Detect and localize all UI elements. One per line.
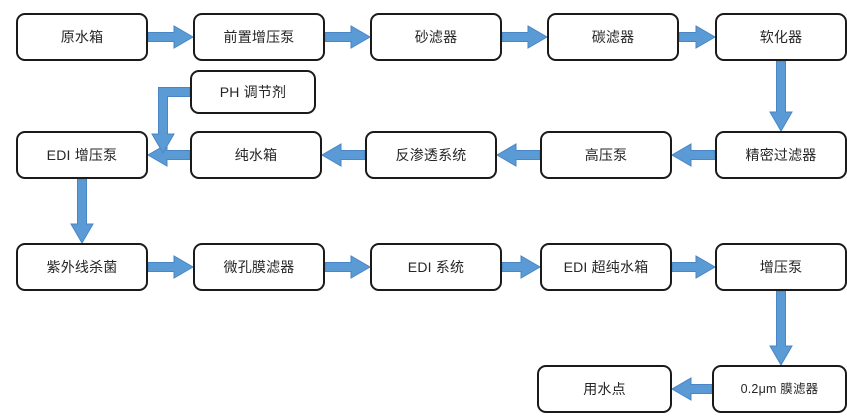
- arrow-e5: [769, 60, 793, 132]
- node-pre-booster-pump[interactable]: 前置增压泵: [193, 13, 325, 61]
- node-label: 用水点: [583, 380, 626, 397]
- node-label: EDI 超纯水箱: [563, 258, 649, 275]
- arrow-e3: [501, 25, 548, 49]
- node-label: 前置增压泵: [223, 28, 295, 45]
- node-label: 增压泵: [759, 258, 803, 275]
- arrow-e8: [321, 143, 366, 167]
- node-membrane-filter[interactable]: 0.2μm 膜滤器: [712, 365, 847, 413]
- node-label: PH 调节剂: [219, 83, 287, 100]
- arrow-e7: [496, 143, 541, 167]
- node-uv-sterilizer[interactable]: 紫外线杀菌: [16, 243, 148, 291]
- node-precision-filter[interactable]: 精密过滤器: [715, 131, 847, 179]
- arrow-e2: [324, 25, 371, 49]
- node-label: 精密过滤器: [745, 146, 817, 163]
- node-label: 反渗透系统: [395, 146, 467, 163]
- node-label: 碳滤器: [591, 28, 635, 45]
- node-high-pressure-pump[interactable]: 高压泵: [540, 131, 672, 179]
- node-label: 紫外线杀菌: [46, 258, 118, 275]
- node-label: EDI 系统: [407, 258, 465, 275]
- node-label: 软化器: [759, 28, 803, 45]
- arrow-e12: [147, 255, 194, 279]
- node-raw-water-tank[interactable]: 原水箱: [16, 13, 148, 61]
- node-label: 原水箱: [60, 28, 104, 45]
- node-micropore-filter[interactable]: 微孔膜滤器: [193, 243, 325, 291]
- node-label: 微孔膜滤器: [223, 258, 295, 275]
- node-label: 纯水箱: [234, 146, 278, 163]
- node-carbon-filter[interactable]: 碳滤器: [547, 13, 679, 61]
- arrow-e11: [70, 178, 94, 244]
- node-edi-ultrapure-tank[interactable]: EDI 超纯水箱: [540, 243, 672, 291]
- node-booster-pump[interactable]: 增压泵: [715, 243, 847, 291]
- arrow-e1: [147, 25, 194, 49]
- arrow-e17: [671, 377, 713, 401]
- arrow-e9: [147, 143, 191, 167]
- node-point-of-use[interactable]: 用水点: [537, 365, 672, 413]
- node-ph-adjuster[interactable]: PH 调节剂: [190, 70, 316, 114]
- node-softener[interactable]: 软化器: [715, 13, 847, 61]
- arrow-e4: [678, 25, 716, 49]
- node-label: 砂滤器: [414, 28, 458, 45]
- node-ro-system[interactable]: 反渗透系统: [365, 131, 497, 179]
- node-sand-filter[interactable]: 砂滤器: [370, 13, 502, 61]
- arrow-e14: [501, 255, 541, 279]
- node-pure-water-tank[interactable]: 纯水箱: [190, 131, 322, 179]
- node-label: EDI 增压泵: [46, 146, 118, 163]
- node-edi-system[interactable]: EDI 系统: [370, 243, 502, 291]
- node-label: 高压泵: [584, 146, 628, 163]
- node-label: 0.2μm 膜滤器: [740, 381, 819, 396]
- arrow-e16: [769, 290, 793, 366]
- arrow-e6: [671, 143, 716, 167]
- node-edi-booster-pump[interactable]: EDI 增压泵: [16, 131, 148, 179]
- arrow-e10: [151, 87, 191, 154]
- arrow-e15: [671, 255, 716, 279]
- arrow-e13: [324, 255, 371, 279]
